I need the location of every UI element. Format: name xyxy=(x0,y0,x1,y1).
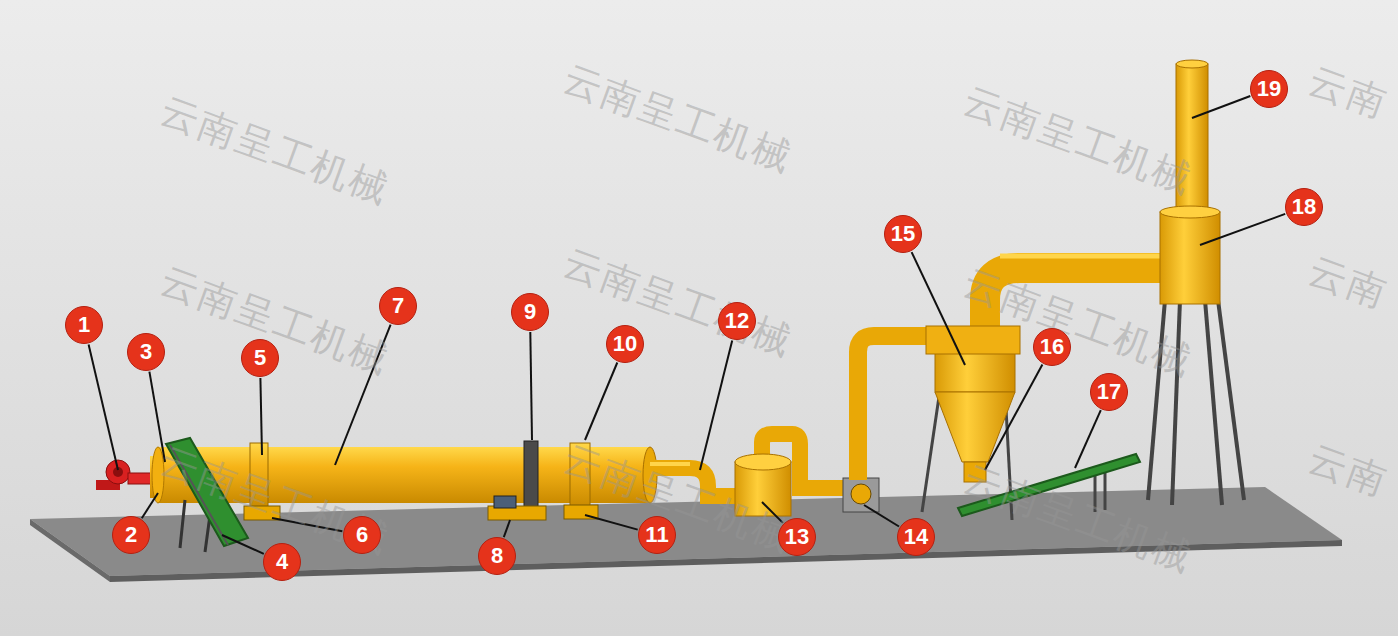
callout-number: 4 xyxy=(263,543,301,581)
cyclone-head xyxy=(926,326,1020,354)
callout-text: 10 xyxy=(613,333,637,355)
cyclone-cone xyxy=(935,392,1015,462)
callout-number: 14 xyxy=(897,518,935,556)
leader-line xyxy=(504,520,510,537)
leader-line xyxy=(222,535,264,554)
leader-line xyxy=(700,340,732,470)
leader-line xyxy=(1075,410,1101,468)
callout-text: 17 xyxy=(1097,381,1121,403)
callout-number: 19 xyxy=(1250,70,1288,108)
leader-line xyxy=(912,252,965,365)
scrubber-top xyxy=(1160,206,1220,218)
tower-leg xyxy=(1218,300,1244,500)
tower-leg xyxy=(1205,300,1222,505)
callout-number: 2 xyxy=(112,516,150,554)
chimney-top xyxy=(1176,60,1208,68)
callout-number: 18 xyxy=(1285,188,1323,226)
callout-text: 18 xyxy=(1292,196,1316,218)
duct xyxy=(858,336,936,480)
conveyor-leg xyxy=(1104,472,1107,510)
leader-line xyxy=(530,332,532,440)
duct-highlight xyxy=(1000,254,1165,259)
leader-line xyxy=(585,363,617,441)
gear-ring xyxy=(524,441,538,509)
callout-text: 15 xyxy=(891,223,915,245)
motor xyxy=(494,496,516,508)
burner-fan xyxy=(106,460,130,484)
callout-number: 10 xyxy=(606,325,644,363)
callout-text: 8 xyxy=(491,545,503,567)
callout-text: 5 xyxy=(254,347,266,369)
scrubber-tower xyxy=(1160,212,1220,304)
leader-line xyxy=(585,515,638,530)
callout-number: 15 xyxy=(884,215,922,253)
callout-text: 1 xyxy=(78,314,90,336)
leader-line xyxy=(1192,96,1250,118)
duct-highlight xyxy=(650,462,690,466)
callout-text: 3 xyxy=(140,341,152,363)
leader-line xyxy=(89,345,118,471)
leader-line xyxy=(985,365,1042,470)
callout-number: 3 xyxy=(127,333,165,371)
leader-line xyxy=(1200,214,1285,245)
cyclone-leg xyxy=(922,390,940,512)
callout-number: 12 xyxy=(718,302,756,340)
callout-text: 11 xyxy=(645,524,668,546)
callout-number: 5 xyxy=(241,339,279,377)
fan-housing xyxy=(851,484,871,504)
base-plate-side xyxy=(30,519,110,582)
leader-line xyxy=(149,372,165,462)
callout-number: 16 xyxy=(1033,328,1071,366)
callout-text: 13 xyxy=(785,526,809,548)
callout-number: 7 xyxy=(379,287,417,325)
callout-text: 7 xyxy=(392,295,404,317)
callout-text: 4 xyxy=(276,551,288,573)
callout-text: 2 xyxy=(125,524,137,546)
callout-text: 19 xyxy=(1257,78,1281,100)
small-cyclone-top xyxy=(735,454,791,470)
leader-line xyxy=(864,505,899,527)
leader-line xyxy=(260,378,262,455)
callout-number: 1 xyxy=(65,306,103,344)
leader-line xyxy=(142,493,158,518)
callout-text: 12 xyxy=(725,310,749,332)
callout-number: 6 xyxy=(343,516,381,554)
callout-text: 6 xyxy=(356,524,368,546)
callout-number: 8 xyxy=(478,537,516,575)
callout-number: 9 xyxy=(511,293,549,331)
callout-text: 9 xyxy=(524,301,536,323)
fan xyxy=(843,478,879,512)
callout-text: 14 xyxy=(904,526,928,548)
callout-number: 17 xyxy=(1090,373,1128,411)
callout-number: 13 xyxy=(778,518,816,556)
callout-text: 16 xyxy=(1040,336,1064,358)
callout-number: 11 xyxy=(638,516,676,554)
conveyor-leg xyxy=(180,500,185,548)
tower-leg xyxy=(1172,300,1180,505)
